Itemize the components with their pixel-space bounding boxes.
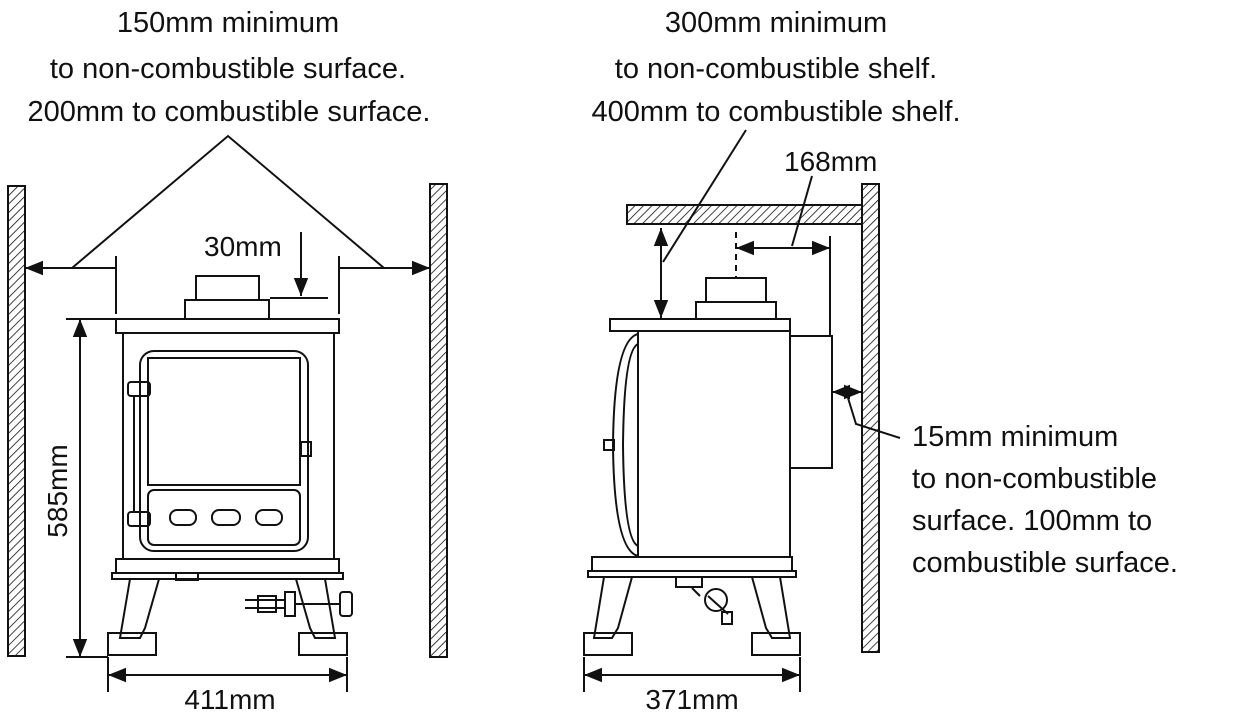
height-label: 585mm: [42, 444, 73, 538]
flue-offset-label: 168mm: [784, 146, 878, 177]
side-clearance-line-1: 150mm minimum: [116, 7, 340, 39]
rear-clearance-line-3: surface. 100mm to: [912, 505, 1153, 537]
shelf-clearance-leader: [662, 129, 747, 263]
side-clearance-line-3: 200mm to combustible surface.: [27, 96, 431, 128]
rear-clearance-line-2: to non-combustible: [912, 463, 1158, 495]
shelf-clearance-line-2: to non-combustible shelf.: [614, 53, 938, 85]
side-clearance-leaders: [71, 134, 385, 269]
rear-clearance-line-1: 15mm minimum: [912, 421, 1119, 453]
stove-front-view: [107, 275, 353, 656]
shelf-clearance-line-1: 300mm minimum: [664, 7, 888, 39]
side-depth-label: 371mm: [645, 684, 739, 715]
rear-wall: [861, 183, 880, 653]
front-width-label: 411mm: [184, 684, 276, 715]
side-clearance-line-2: to non-combustible surface.: [49, 53, 407, 85]
left-wall-left: [7, 185, 26, 657]
shelf-clearance-line-3: 400mm to combustible shelf.: [591, 96, 961, 128]
shelf: [626, 204, 863, 225]
left-wall-right: [429, 183, 448, 658]
stove-side-view: [583, 277, 833, 656]
rear-clearance-leader: [847, 397, 901, 439]
rear-clearance-line-4: combustible surface.: [912, 547, 1178, 579]
top-gap-label: 30mm: [204, 231, 282, 262]
